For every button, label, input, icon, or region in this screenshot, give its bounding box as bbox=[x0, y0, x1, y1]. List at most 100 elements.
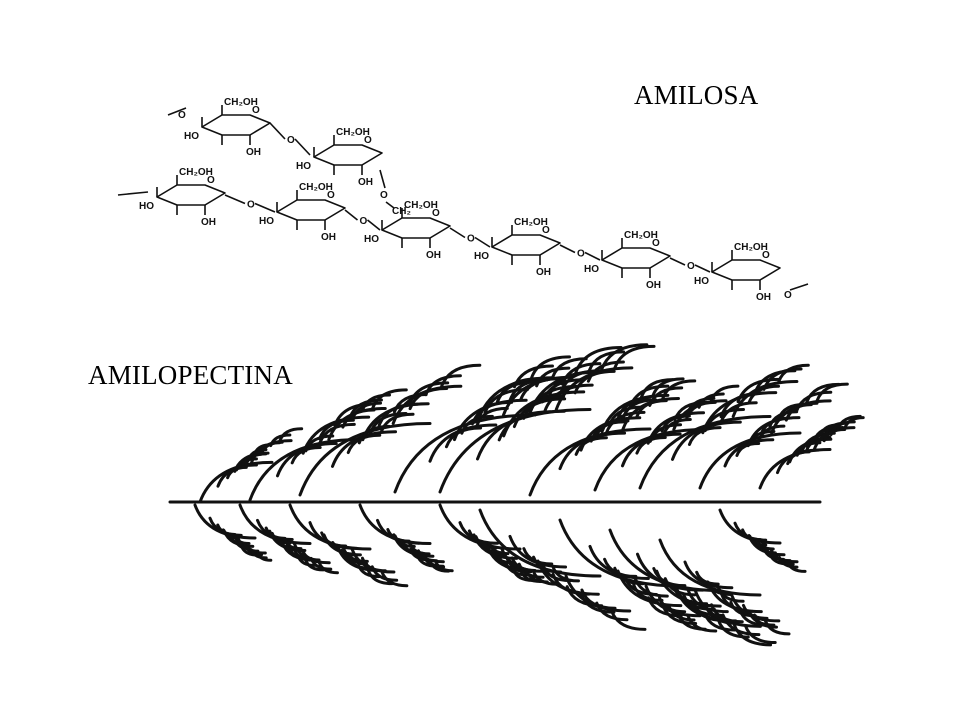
hydroxyl-label: HO bbox=[474, 251, 489, 262]
hydroxyl-label: OH bbox=[246, 147, 261, 158]
branch-segment bbox=[249, 548, 268, 560]
branch-segment bbox=[723, 438, 775, 468]
branch-segment bbox=[719, 391, 766, 419]
branch-segment bbox=[777, 555, 799, 569]
branch-segment bbox=[660, 414, 691, 433]
ring-outline bbox=[276, 199, 346, 221]
branch-segment bbox=[238, 503, 312, 545]
branch-segment bbox=[304, 558, 325, 572]
branch-segment bbox=[752, 613, 778, 629]
branch-segment bbox=[762, 367, 803, 391]
hydroxymethyl-label: CH₂OH bbox=[734, 242, 768, 253]
branch-segment bbox=[391, 384, 463, 425]
hydroxyl-label: OH bbox=[321, 232, 336, 243]
hydroxyl-label: HO bbox=[139, 201, 154, 212]
branch-segment bbox=[710, 603, 744, 624]
ring-oxygen-label: O bbox=[652, 238, 660, 249]
branch-segment bbox=[709, 384, 740, 403]
ring-oxygen-label: O bbox=[432, 208, 440, 219]
branch-segment bbox=[428, 423, 498, 463]
glycosidic-bond bbox=[584, 251, 601, 261]
branch-segment bbox=[698, 431, 802, 490]
ring-oxygen-label: O bbox=[364, 135, 372, 146]
branch-segment bbox=[741, 603, 769, 620]
branch-segment bbox=[408, 386, 449, 411]
branch-segment bbox=[453, 398, 528, 442]
bridge-oxygen-label: O bbox=[577, 249, 585, 260]
branch-segment bbox=[744, 624, 777, 645]
glycosidic-bond bbox=[294, 138, 311, 156]
branch-segment bbox=[815, 382, 849, 403]
branch-segment bbox=[719, 401, 758, 424]
branch-segment bbox=[703, 408, 745, 433]
hydroxyl-label: OH bbox=[756, 292, 771, 303]
branch-segment bbox=[652, 567, 687, 588]
branch-segment bbox=[318, 422, 356, 445]
branch-segment bbox=[635, 436, 667, 455]
branch-segment bbox=[551, 565, 580, 583]
hydroxymethyl-label: CH₂OH bbox=[514, 217, 548, 228]
branch-segment bbox=[564, 574, 632, 613]
branch-segment bbox=[535, 366, 571, 388]
bridge-oxygen-label: O bbox=[360, 216, 368, 227]
branch-segment bbox=[658, 538, 762, 597]
branch-segment bbox=[593, 428, 707, 492]
branch-segment bbox=[651, 377, 685, 397]
hydroxyl-label: HO bbox=[259, 216, 274, 227]
branch-segment bbox=[558, 431, 627, 471]
branch-segment bbox=[508, 534, 568, 569]
hydroxyl-label: OH bbox=[536, 267, 551, 278]
branch-segment bbox=[551, 357, 588, 379]
hydroxyl-label: OH bbox=[201, 217, 216, 228]
bridge-oxygen-label: O bbox=[287, 135, 295, 146]
hydroxyl-label: HO bbox=[184, 131, 199, 142]
branch-segment bbox=[256, 551, 273, 562]
branch-segment bbox=[587, 350, 626, 373]
branch-segment bbox=[686, 588, 729, 614]
branch-segment bbox=[687, 426, 722, 446]
branch-segment bbox=[671, 420, 742, 461]
branch-segment bbox=[685, 400, 717, 420]
bridge-oxygen-label: O bbox=[784, 290, 792, 301]
branch-segment bbox=[693, 589, 762, 628]
branch-segment bbox=[298, 422, 432, 497]
glycosidic-bond bbox=[344, 209, 358, 221]
ring-outline bbox=[381, 217, 451, 239]
branch-segment bbox=[282, 537, 303, 551]
ring-oxygen-label: O bbox=[327, 190, 335, 201]
branch-segment bbox=[610, 609, 647, 631]
branch-segment bbox=[560, 362, 602, 386]
hydroxymethyl-label: CH₂OH bbox=[179, 167, 213, 178]
branch-segment bbox=[638, 415, 772, 490]
branch-segment bbox=[434, 560, 454, 573]
glycosidic-bond bbox=[669, 257, 686, 266]
branch-segment bbox=[380, 570, 409, 588]
hydroxyl-label: HO bbox=[584, 264, 599, 275]
hydroxymethyl-label: CH₂OH bbox=[224, 97, 258, 108]
methylene-label: CH₂ bbox=[392, 206, 411, 217]
glycosidic-bond bbox=[254, 202, 276, 213]
branch-segment bbox=[301, 415, 371, 455]
branch-segment bbox=[703, 611, 737, 632]
branch-segment bbox=[278, 427, 304, 443]
bridge-oxygen-label: O bbox=[687, 261, 695, 272]
ring-outline bbox=[313, 144, 383, 166]
branch-segment bbox=[635, 399, 668, 419]
hydroxymethyl-label: CH₂OH bbox=[299, 182, 333, 193]
glycosidic-bond bbox=[224, 194, 246, 205]
ring-outline bbox=[601, 247, 671, 269]
branch-segment bbox=[371, 388, 408, 410]
bridge-oxygen-label: O bbox=[247, 200, 255, 211]
hydroxymethyl-label: CH₂OH bbox=[624, 230, 658, 241]
branch-segment bbox=[440, 363, 482, 388]
branch-segment bbox=[248, 438, 362, 502]
branch-segment bbox=[259, 440, 284, 456]
branch-segment bbox=[763, 619, 791, 636]
branch-segment bbox=[475, 406, 509, 427]
branch-segment bbox=[579, 416, 642, 452]
branch-segment bbox=[736, 377, 781, 404]
branch-segment bbox=[695, 570, 720, 586]
